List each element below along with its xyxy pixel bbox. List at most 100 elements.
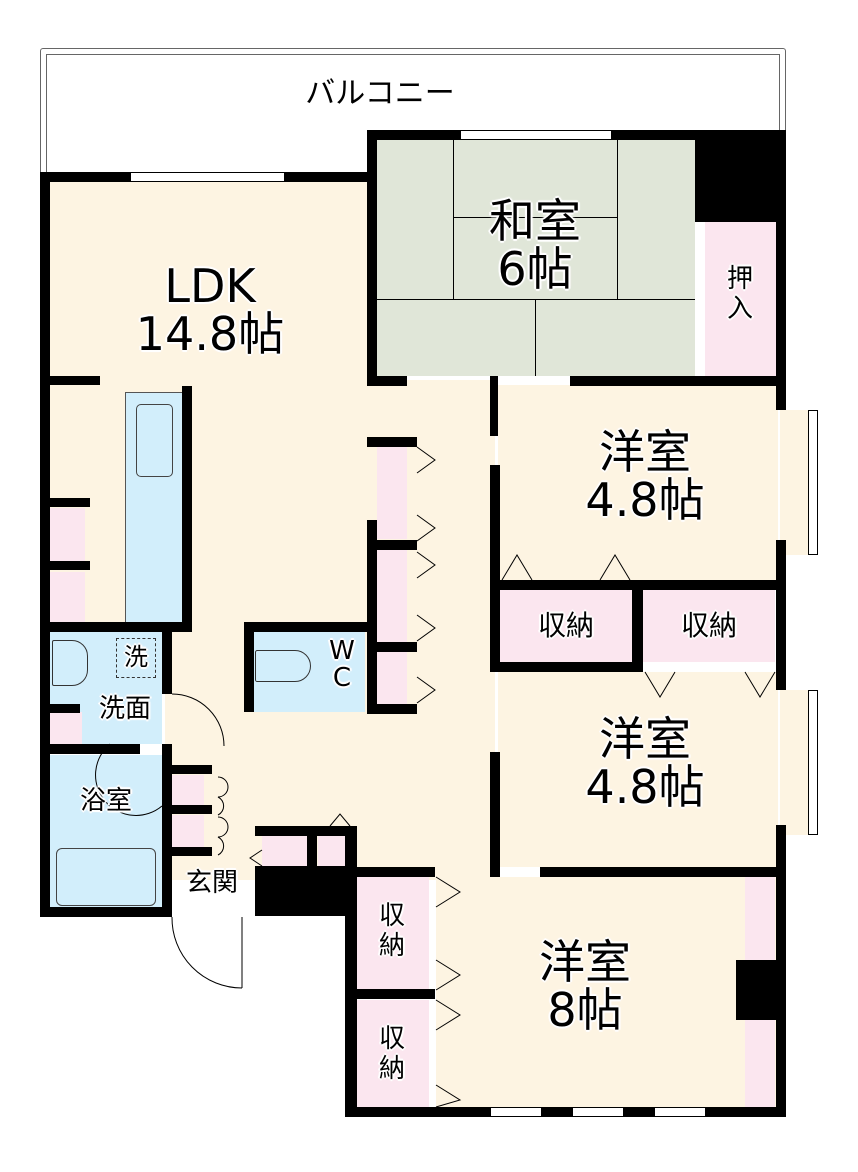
storage-a [500, 590, 632, 662]
wall [367, 520, 377, 712]
youshitsu-c-label: 洋室 8帖 [500, 938, 670, 1035]
window-youshitsu-c-2 [572, 1107, 624, 1117]
toilet-icon [255, 650, 311, 682]
youshitsu-c-floor [436, 877, 776, 1107]
storage-d [357, 1000, 429, 1110]
storage-a-label: 収納 [537, 609, 594, 642]
bay-window-b [780, 690, 810, 835]
youshitsu-b-floor [498, 672, 778, 867]
wall [162, 622, 172, 694]
bathtub-icon [56, 848, 156, 906]
wall [40, 172, 130, 182]
wall [165, 805, 212, 814]
room-size: 4.8帖 [585, 473, 705, 528]
entrance-block [255, 826, 355, 836]
hall-storage-2 [377, 550, 407, 642]
tatami-line [535, 299, 536, 376]
wall [40, 498, 90, 507]
balcony [40, 48, 786, 178]
linen-closet [50, 712, 82, 744]
washroom-label: 洗面 [98, 694, 151, 724]
wall [285, 172, 377, 182]
wall [490, 465, 500, 665]
oshiire [705, 222, 777, 376]
wall [367, 130, 377, 382]
room-size: 6帖 [497, 242, 573, 297]
wall [367, 376, 407, 386]
wall [244, 622, 377, 632]
room-name: 洋室 [539, 935, 631, 989]
wall [776, 540, 786, 690]
pantry-upper [50, 508, 85, 566]
storage-b [643, 590, 775, 662]
shoe-closet-lower [172, 815, 204, 847]
room-size: 8帖 [547, 983, 623, 1038]
entrance-block [255, 866, 355, 916]
youshitsu-a-floor [498, 385, 778, 580]
wall [490, 662, 642, 672]
wall [244, 622, 254, 712]
tatami-line [377, 299, 695, 300]
wall [632, 580, 643, 672]
wall [345, 1107, 786, 1117]
wc-label: W C [322, 637, 362, 694]
storage-b-label: 収納 [680, 609, 737, 642]
pantry-lower [50, 572, 85, 624]
wall [570, 376, 786, 386]
wc-line2: C [332, 663, 352, 694]
washer-space [116, 638, 156, 678]
window-youshitsu-c-3 [654, 1107, 706, 1117]
window-ldk [130, 172, 285, 182]
shoe-closet-upper [172, 775, 204, 807]
youshitsu-b-label: 洋室 4.8帖 [550, 715, 740, 812]
room-size: 14.8帖 [135, 307, 285, 362]
tatami-line [453, 140, 454, 300]
closet-right-bottom [745, 1020, 775, 1108]
room-name: 洋室 [599, 425, 691, 479]
hall-storage-3 [377, 652, 407, 704]
wall [40, 622, 192, 632]
wall [345, 989, 435, 999]
wall [40, 704, 80, 713]
wall [165, 765, 212, 774]
wall [367, 437, 417, 447]
room-name: 和室 [489, 194, 581, 248]
wall [367, 642, 417, 652]
washer-label: 洗 [124, 643, 148, 671]
bath-label: 浴室 [79, 786, 132, 816]
column [695, 130, 786, 222]
balcony-label: バルコニー [305, 76, 455, 111]
wall [367, 540, 417, 550]
wall [367, 704, 417, 714]
entrance-label: 玄関 [185, 868, 238, 898]
wall [40, 907, 172, 917]
sink-icon [136, 404, 173, 477]
youshitsu-a-label: 洋室 4.8帖 [550, 428, 740, 525]
room-size: 4.8帖 [585, 760, 705, 815]
hall-closet-b [318, 836, 348, 866]
wall [345, 867, 435, 877]
wall [162, 744, 172, 916]
bay-window-a [780, 410, 810, 555]
window-youshitsu-c-1 [490, 1107, 542, 1117]
washitsu-label: 和室 6帖 [450, 197, 620, 294]
hall-closet-a [262, 836, 307, 866]
storage-c-label: 収納 [378, 901, 405, 961]
wall [345, 826, 357, 1116]
wall [165, 847, 212, 856]
wall [40, 561, 90, 570]
wall [40, 172, 50, 917]
window-youshitsu-b [808, 690, 818, 835]
storage-d-label: 収納 [378, 1024, 405, 1084]
wall [776, 130, 786, 410]
room-name: 洋室 [599, 712, 691, 766]
oshiire-label: 押入 [726, 264, 753, 324]
washitsu-floor [377, 140, 695, 376]
closet-right-top [745, 877, 775, 960]
wall [182, 386, 192, 630]
washbasin-icon [52, 640, 88, 686]
wall [540, 867, 786, 877]
wall [40, 744, 140, 754]
wall [367, 130, 460, 140]
window-washitsu [460, 130, 612, 140]
